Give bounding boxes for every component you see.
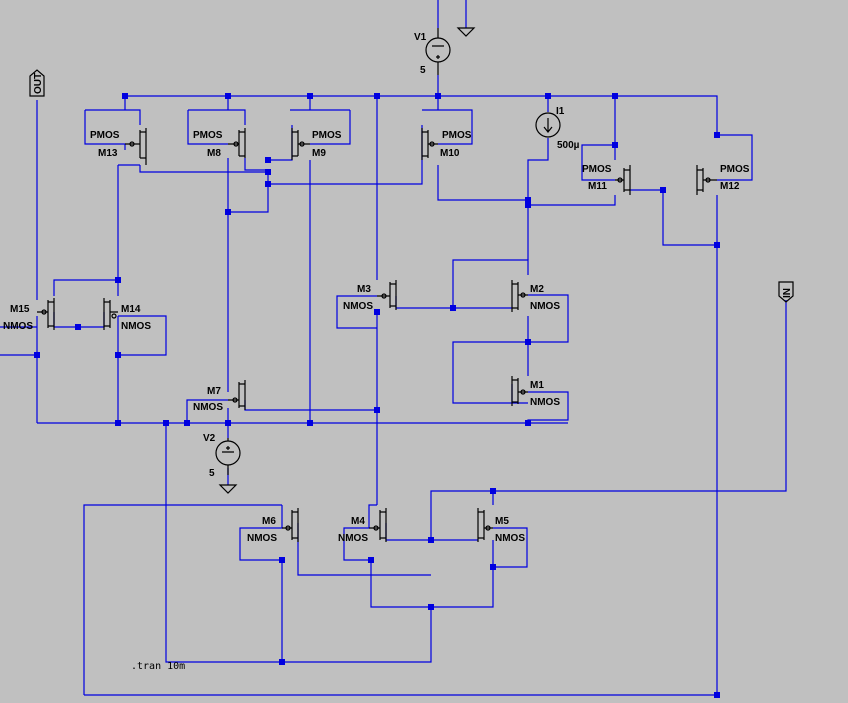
m14-nmos-transistor: M14 NMOS (103, 298, 151, 332)
i1-name: I1 (556, 106, 565, 117)
m10-name: M10 (440, 148, 460, 159)
m13-pmos-transistor: PMOS M13 (90, 128, 147, 165)
wires (0, 75, 787, 696)
m9-name: M9 (312, 148, 326, 159)
ground-icon (218, 484, 238, 494)
m14-name: M14 (121, 304, 141, 315)
m11-model: PMOS (582, 164, 612, 175)
m5-name: M5 (495, 516, 509, 527)
m4-name: M4 (351, 516, 365, 527)
v2-name: V2 (203, 433, 216, 444)
m4-nmos-transistor: M4 NMOS (338, 508, 387, 544)
m2-name: M2 (530, 284, 544, 295)
m5-model: NMOS (495, 533, 525, 544)
m1-name: M1 (530, 380, 544, 391)
m4-model: NMOS (338, 533, 368, 544)
v1-name: V1 (414, 32, 427, 43)
in-port: IN (778, 281, 794, 303)
out-port-label: OUT (33, 73, 44, 94)
m11-pmos-transistor: PMOS M11 (582, 164, 631, 195)
m12-model: PMOS (720, 164, 750, 175)
v2-value: 5 (209, 468, 215, 479)
spice-directive: .tran 10m (131, 661, 185, 672)
m8-model: PMOS (193, 130, 223, 141)
m10-pmos-transistor: PMOS M10 (421, 128, 472, 160)
m13-name: M13 (98, 148, 118, 159)
m10-model: PMOS (442, 130, 472, 141)
v2-voltage-source: V2 5 (203, 433, 241, 494)
m11-name: M11 (588, 181, 607, 192)
m15-name: M15 (10, 304, 30, 315)
i1-current-source: I1 500µ (535, 106, 580, 151)
m3-nmos-transistor: M3 NMOS (343, 280, 397, 312)
m15-nmos-transistor: M15 NMOS (3, 298, 55, 332)
m7-model: NMOS (193, 402, 223, 413)
m13-model: PMOS (90, 130, 120, 141)
m12-pmos-transistor: PMOS M12 (696, 164, 750, 195)
m3-model: NMOS (343, 301, 373, 312)
out-port: OUT (29, 69, 45, 97)
m2-model: NMOS (530, 301, 560, 312)
m14-model: NMOS (121, 321, 151, 332)
m9-pmos-transistor: PMOS M9 (291, 128, 342, 160)
i1-value: 500µ (557, 140, 580, 151)
m6-model: NMOS (247, 533, 277, 544)
m12-name: M12 (720, 181, 740, 192)
v1-voltage-source: V1 5 (414, 0, 476, 76)
m3-name: M3 (357, 284, 371, 295)
m8-name: M8 (207, 148, 221, 159)
m6-nmos-transistor: M6 NMOS (247, 508, 299, 544)
m6-name: M6 (262, 516, 276, 527)
m5-nmos-transistor: M5 NMOS (477, 508, 525, 544)
m15-model: NMOS (3, 321, 33, 332)
ground-icon (456, 27, 476, 37)
m8-pmos-transistor: PMOS M8 (193, 128, 246, 159)
m7-name: M7 (207, 386, 221, 397)
in-port-label: IN (782, 288, 793, 298)
m7-nmos-transistor: M7 NMOS (193, 380, 246, 413)
v1-value: 5 (420, 65, 426, 76)
m2-nmos-transistor: M2 NMOS (511, 280, 560, 312)
junction-dots (34, 93, 720, 698)
m1-nmos-transistor: M1 NMOS (511, 376, 560, 408)
m9-model: PMOS (312, 130, 342, 141)
m1-model: NMOS (530, 397, 560, 408)
